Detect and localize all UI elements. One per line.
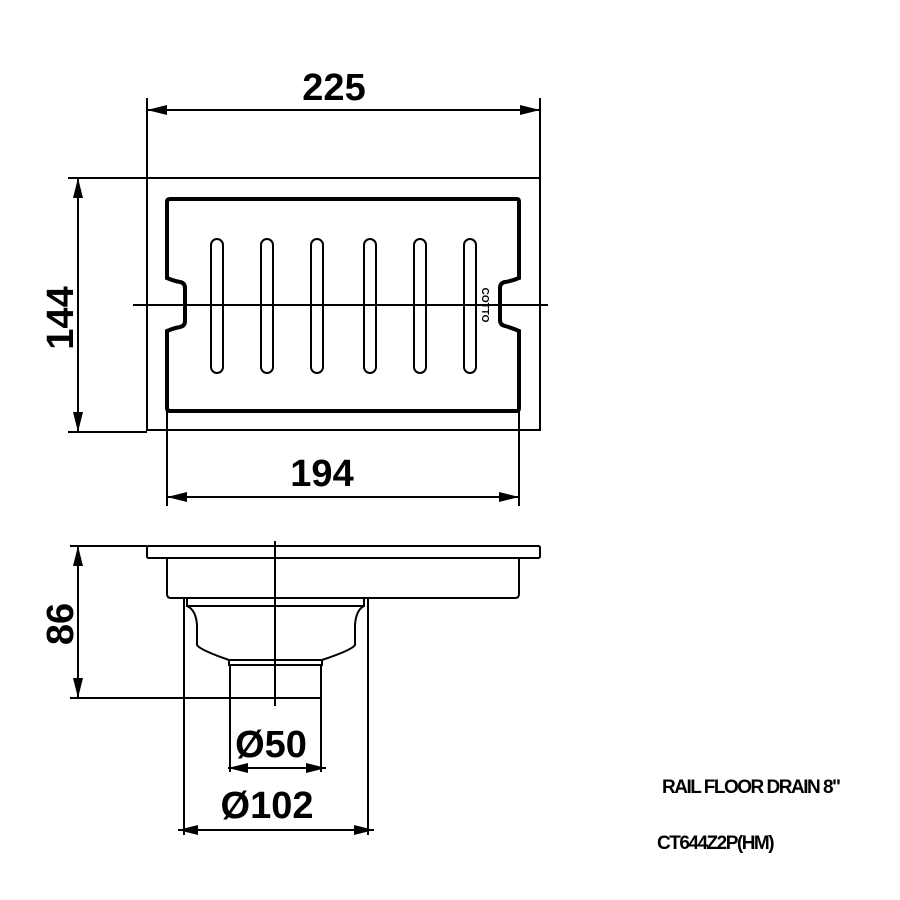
grate-outline — [165, 197, 521, 413]
product-name: RAIL FLOOR DRAIN 8" — [662, 777, 840, 798]
side-view: 86 Ø50 Ø102 — [40, 541, 541, 835]
channel-body — [166, 558, 520, 599]
dim-194: 194 — [290, 453, 353, 495]
top-view: COTTO 225 144 194 — [40, 67, 548, 506]
dim-102: Ø102 — [221, 785, 314, 827]
dim-225: 225 — [302, 67, 365, 109]
dim-86: 86 — [40, 603, 82, 645]
dim-144: 144 — [40, 286, 82, 349]
top-plate — [146, 545, 541, 559]
dim-50: Ø50 — [235, 724, 307, 766]
model-code: CT644Z2P(HM) — [657, 833, 774, 854]
